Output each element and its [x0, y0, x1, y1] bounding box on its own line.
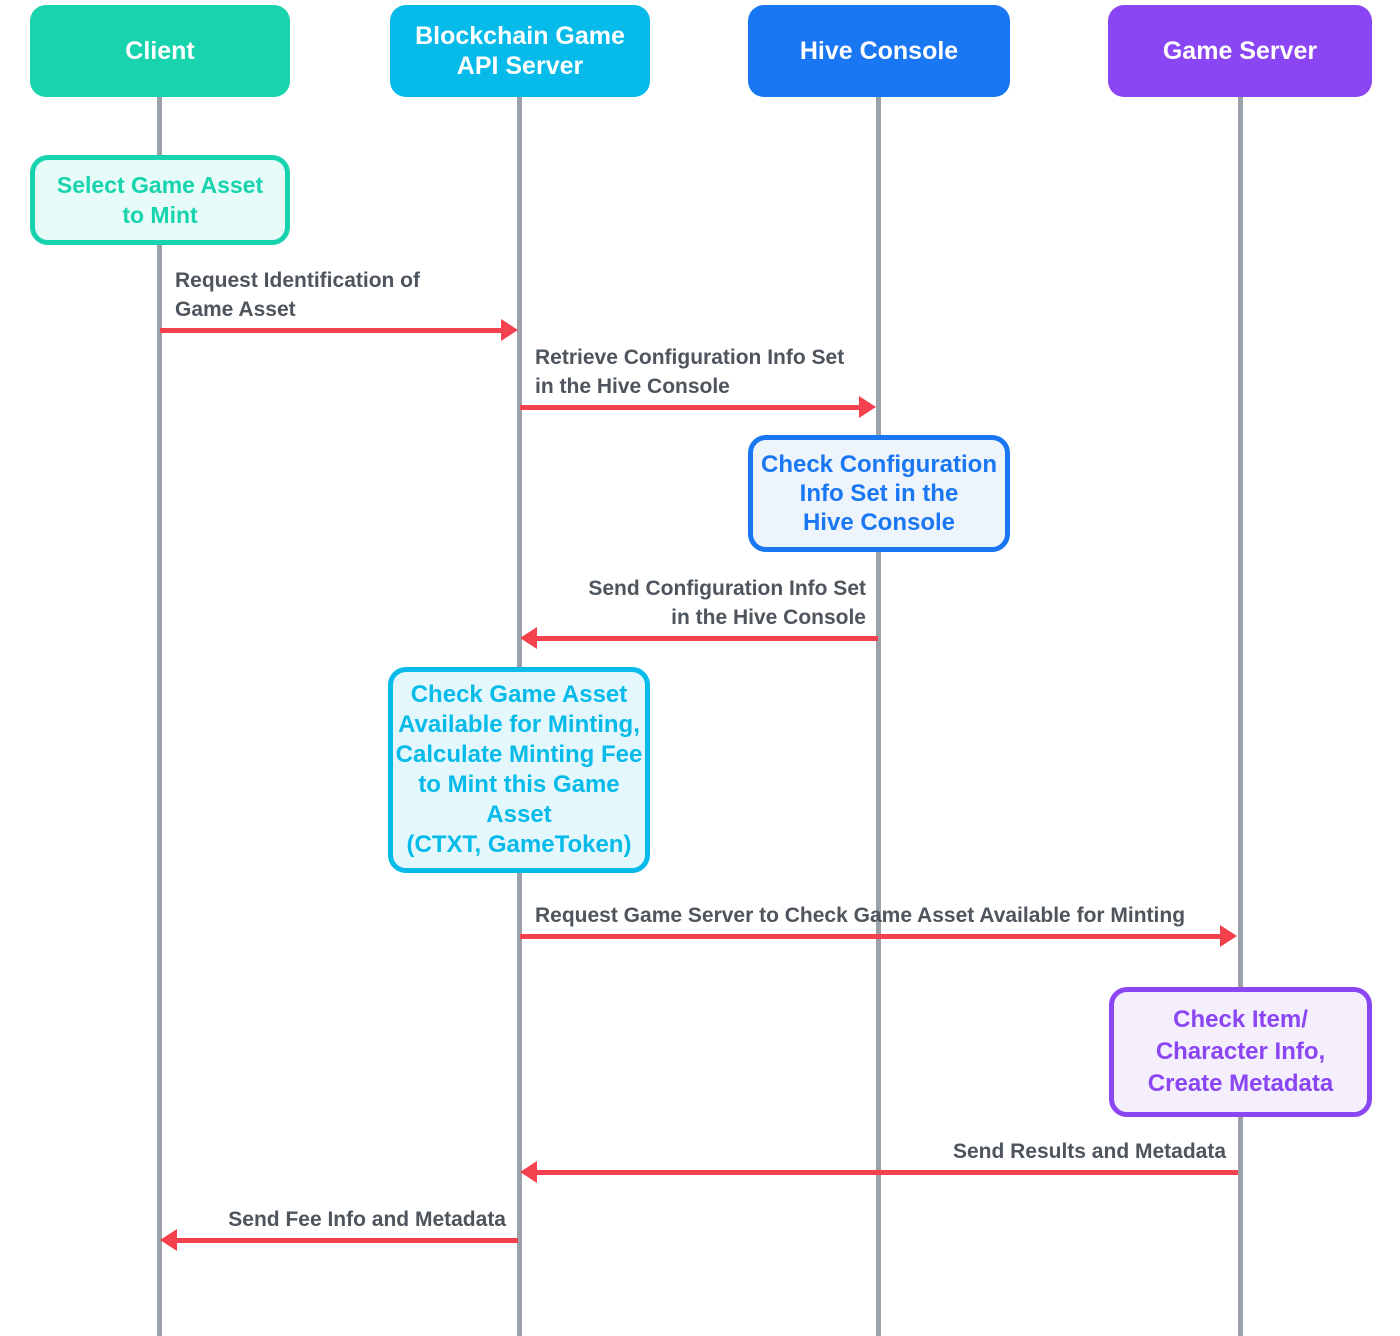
- message-send-configuration-arrow: [520, 627, 878, 649]
- actor-client-label: Client: [125, 37, 195, 65]
- lifeline-client: [157, 97, 162, 1336]
- actor-api-server-label: Blockchain Game API Server: [415, 22, 625, 80]
- note-check-configuration: Check Configuration Info Set in the Hive…: [748, 435, 1010, 552]
- message-request-identification-label: Request Identification of Game Asset: [175, 269, 421, 321]
- note-check-game-asset-text: Check Game Asset Available for Minting, …: [395, 681, 643, 858]
- message-request-game-server-arrow: [520, 925, 1237, 947]
- actor-hive-console-label: Hive Console: [799, 37, 959, 65]
- actor-game-server: Game Server: [1108, 5, 1372, 97]
- actor-hive-console: Hive Console: [748, 5, 1010, 97]
- message-request-game-server-label: Request Game Server to Check Game Asset …: [535, 904, 1186, 927]
- note-check-item-character-text: Check Item/ Character Info, Create Metad…: [1147, 1006, 1334, 1097]
- message-send-results-arrow: [520, 1161, 1238, 1183]
- note-select-game-asset-text: Select Game Asset to Mint: [56, 172, 264, 228]
- message-send-results-label: Send Results and Metadata: [952, 1140, 1226, 1163]
- message-send-fee-info-label: Send Fee Info and Metadata: [228, 1208, 506, 1231]
- actor-api-server: Blockchain Game API Server: [390, 5, 650, 97]
- message-send-fee-info-arrow: [160, 1229, 518, 1251]
- note-check-configuration-text: Check Configuration Info Set in the Hive…: [760, 451, 997, 536]
- message-retrieve-configuration-arrow: [520, 396, 876, 418]
- message-send-configuration-label: Send Configuration Info Set in the Hive …: [588, 577, 866, 629]
- actor-game-server-label: Game Server: [1162, 37, 1318, 65]
- message-retrieve-configuration-label: Retrieve Configuration Info Set in the H…: [535, 346, 845, 398]
- note-check-game-asset: Check Game Asset Available for Minting, …: [388, 667, 650, 873]
- lifeline-game-server: [1238, 97, 1243, 1336]
- note-select-game-asset: Select Game Asset to Mint: [30, 155, 290, 245]
- note-check-item-character: Check Item/ Character Info, Create Metad…: [1109, 987, 1372, 1117]
- message-request-identification-arrow: [160, 319, 518, 341]
- lifeline-hive-console: [876, 97, 881, 1336]
- actor-client: Client: [30, 5, 290, 97]
